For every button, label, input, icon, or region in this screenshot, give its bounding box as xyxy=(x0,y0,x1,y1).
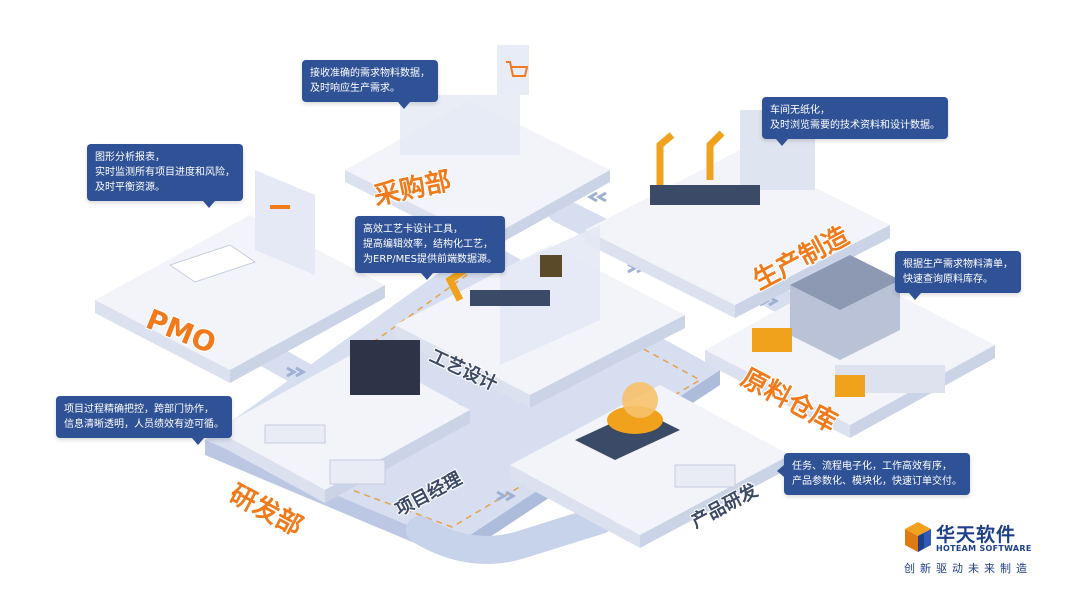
callout-product-rd: 任务、流程电子化，工作高效有序， 产品参数化、模块化，快速订单交付。 xyxy=(777,453,970,495)
callout-pmo-line: 图形分析报表， xyxy=(95,152,165,163)
callout-pmo-line: 实时监测所有项目进度和风险， xyxy=(95,167,235,178)
callout-product-rd-line: 产品参数化、模块化，快速订单交付。 xyxy=(792,476,962,487)
callout-process-design: 高效工艺卡设计工具， 提高编辑效率，结构化工艺， 为ERP/MES提供前端数据源… xyxy=(355,216,505,280)
platform-warehouse xyxy=(705,255,995,438)
callout-purchasing-line: 及时响应生产需求。 xyxy=(310,83,400,94)
callout-product-rd-line: 任务、流程电子化，工作高效有序， xyxy=(792,461,952,472)
callout-production-line: 车间无纸化， xyxy=(770,105,830,116)
callout-project-manager-line: 项目过程精确把控，跨部门协作， xyxy=(64,404,214,415)
platform-pmo xyxy=(95,170,385,383)
hoteam-cube-logo-icon xyxy=(905,522,931,552)
logo-brand-english: HOTEAM SOFTWARE xyxy=(936,544,1032,553)
hoteam-logo: 华天软件 HOTEAM SOFTWARE 创新驱动未来制造 xyxy=(902,520,1062,580)
callout-warehouse-line: 快速查询原料库存。 xyxy=(903,274,993,285)
platform-product-rd xyxy=(510,382,790,548)
callout-process-design-line: 为ERP/MES提供前端数据源。 xyxy=(363,254,497,265)
callout-purchasing: 接收准确的需求物料数据， 及时响应生产需求。 xyxy=(302,60,438,109)
callout-purchasing-line: 接收准确的需求物料数据， xyxy=(310,68,430,79)
platform-process-design xyxy=(395,225,685,408)
logo-slogan: 创新驱动未来制造 xyxy=(904,562,1032,575)
callout-pmo-line: 及时平衡资源。 xyxy=(95,182,165,193)
callout-project-manager: 项目过程精确把控，跨部门协作， 信息清晰透明，人员绩效有迹可循。 xyxy=(56,396,232,445)
callout-production: 车间无纸化， 及时浏览需要的技术资料和设计数据。 xyxy=(762,97,948,146)
callout-project-manager-line: 信息清晰透明，人员绩效有迹可循。 xyxy=(64,419,224,430)
callout-production-line: 及时浏览需要的技术资料和设计数据。 xyxy=(770,120,940,131)
callout-warehouse: 根据生产需求物料清单， 快速查询原料库存。 xyxy=(895,251,1021,300)
logo-brand-name: 华天软件 xyxy=(936,524,1017,546)
callout-warehouse-line: 根据生产需求物料清单， xyxy=(903,259,1013,270)
callout-pmo: 图形分析报表， 实时监测所有项目进度和风险， 及时平衡资源。 xyxy=(87,144,243,208)
platform-production xyxy=(585,110,890,318)
callout-process-design-line: 提高编辑效率，结构化工艺， xyxy=(363,239,493,250)
platform-project-manager xyxy=(215,340,470,503)
callout-process-design-line: 高效工艺卡设计工具， xyxy=(363,224,463,235)
